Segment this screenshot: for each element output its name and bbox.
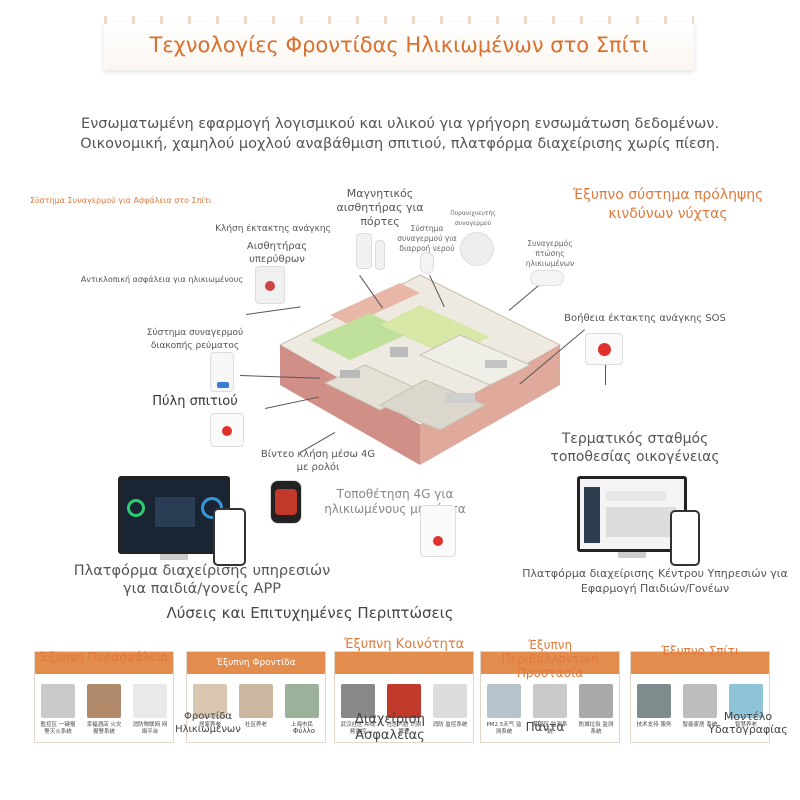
monitor-stand-right <box>618 552 646 558</box>
sos-button-device[interactable] <box>585 333 623 365</box>
label-platform-right: Πλατφόρμα διαχείρισης Κέντρου Υπηρεσιών … <box>522 567 788 595</box>
case-thumbnail <box>533 684 567 718</box>
smoke-detector-device <box>460 232 494 266</box>
card-title-fire-safety: Έξυπνη Πυρασφάλεια <box>39 650 169 664</box>
case-thumbnail <box>683 684 717 718</box>
card-head <box>481 652 619 674</box>
right-section-title: Έξυπνο σύστημα πρόληψης κινδύνων νύχτας <box>572 187 764 222</box>
card-community[interactable]: 武汉社区 AI视频监控 社区人脸 识别管理 消防 监控系统 <box>334 651 474 743</box>
door-sensor-device <box>356 233 372 269</box>
card-head <box>335 652 473 674</box>
page-title: Τεχνολογίες Φροντίδας Ηλικιωμένων στο Σπ… <box>149 33 649 57</box>
label-family-terminal: Τερματικός σταθμός τοποθεσίας οικογένεια… <box>550 431 720 465</box>
label-water-alarm: Σύστημα συναγερμού για διαρροή νερού <box>397 224 457 253</box>
dashboard-monitor-right <box>577 476 687 552</box>
case-caption: 幸福酒店 火灾报警系统 <box>86 722 122 735</box>
power-alarm-device <box>210 352 234 392</box>
phone-app-right <box>670 510 700 566</box>
case-thumbnail <box>433 684 467 718</box>
case-caption: 上海市民 <box>290 722 313 728</box>
card-elderly-care[interactable]: Έξυπνη Φροντίδα Ηλικιωμένων 居家养老 社区养老 上海… <box>186 651 326 743</box>
case-thumbnail <box>579 684 613 718</box>
banner-decoration <box>104 16 694 24</box>
case-caption: 技术支持 服务 <box>636 722 672 728</box>
case-caption: 監控区 一键报警灭火系统 <box>40 722 76 735</box>
case-thumbnail <box>341 684 375 718</box>
card-environment[interactable]: PM2.5天气 监测系统 某园区 监测系统 防城垃圾 监测系统 <box>480 651 620 743</box>
solutions-title: Λύσεις και Επιτυχημένες Περιπτώσεις <box>166 604 454 622</box>
case-thumbnail <box>487 684 521 718</box>
overlay-hydrography: Μοντέλο Υδατογραφίας <box>708 710 788 736</box>
water-sensor-device <box>420 252 434 274</box>
label-anti-loss: Αντικλοπική ασφάλεια για ηλικιωμένους <box>80 275 244 284</box>
monitor-stand-left <box>160 554 188 560</box>
overlay-safety-mgmt: Διαχείριση Ασφαλείας <box>355 712 425 743</box>
smartwatch-device <box>270 480 302 524</box>
label-emergency-call: Κλήση έκτακτης ανάγκης <box>215 224 331 234</box>
case-thumbnail <box>133 684 167 718</box>
case-caption: 社区养老 <box>244 722 267 728</box>
card-smart-home[interactable]: 技术支持 服务 智能家居 系统 智慧养老 <box>630 651 770 743</box>
case-caption: 消防物联网 网络平台 <box>132 722 168 735</box>
label-fall-alarm: Συναγερμός πτώσης ηλικιωμένων <box>525 239 575 268</box>
label-door-sensor: Μαγνητικός αισθητήρας για πόρτες <box>336 187 424 228</box>
overlay-always: Πάντα <box>525 720 565 734</box>
label-video-call: Βίντεο κλήση μέσω 4G με ρολόι <box>260 449 376 473</box>
case-caption: 居家养老 <box>198 722 221 728</box>
case-caption: 武汉社区 AI视频监控 <box>340 722 376 735</box>
label-power-alarm: Σύστημα συναγερμού διακοπής ρεύματος <box>146 328 244 351</box>
sos-cord <box>605 365 606 385</box>
case-caption: 某园区 监测系统 <box>532 722 568 735</box>
locator-4g-device <box>420 505 456 557</box>
fall-alarm-device <box>530 270 564 286</box>
label-smoke-detector: Πυρανιχνευτής συναγερμού <box>450 210 496 227</box>
case-thumbnail <box>87 684 121 718</box>
card-title-environment: Έξυπνη Περιβαλλοντική Προστασία <box>501 638 599 680</box>
door-magnet-device <box>375 240 385 270</box>
case-caption: 智慧养老 <box>734 722 757 728</box>
dashboard-monitor-left <box>118 476 230 554</box>
case-caption: 智能家居 系统 <box>682 722 718 728</box>
case-thumbnail <box>41 684 75 718</box>
phone-app-left <box>213 508 246 566</box>
intro-line-2: Οικονομική, χαμηλού μοχλού αναβάθμιση σπ… <box>80 136 720 152</box>
card-head <box>631 652 769 674</box>
card-head: Έξυπνη Φροντίδα Ηλικιωμένων <box>187 652 325 690</box>
label-infrared-sensor: Αισθητήρας υπερύθρων <box>246 241 308 265</box>
case-caption: 社区人脸 识别管理 <box>386 722 422 735</box>
case-caption: 消防 监控系统 <box>432 722 468 728</box>
infrared-sensor-device <box>255 266 285 304</box>
title-banner: Τεχνολογίες Φροντίδας Ηλικιωμένων στο Σπ… <box>104 16 694 70</box>
case-thumbnail <box>285 684 319 718</box>
label-sos: Βοήθεια έκτακτης ανάγκης SOS <box>564 313 726 324</box>
overlay-sheet: Φύλλο <box>292 727 316 735</box>
left-section-title: Σύστημα Συναγερμού για Ασφάλεια στο Σπίτ… <box>30 196 212 205</box>
label-platform-left: Πλατφόρμα διαχείρισης υπηρεσιών για παιδ… <box>73 563 331 597</box>
overlay-elderly-care: Φροντίδα Ηλικιωμένων <box>175 711 241 735</box>
home-gateway-device <box>210 413 244 447</box>
case-thumbnail <box>387 684 421 718</box>
case-thumbnail <box>193 684 227 718</box>
house-illustration <box>278 274 562 465</box>
card-fire-safety[interactable]: 監控区 一键报警灭火系统 幸福酒店 火灾报警系统 消防物联网 网络平台 <box>34 651 174 743</box>
label-home-gateway: Πύλη σπιτιού <box>152 394 238 409</box>
case-thumbnail <box>637 684 671 718</box>
case-thumbnail <box>729 684 763 718</box>
card-title-smart-home: Έξυπνο Σπίτι <box>661 644 739 658</box>
case-caption: 防城垃圾 监测系统 <box>578 722 614 735</box>
case-thumbnail <box>239 684 273 718</box>
intro-line-1: Ενσωματωμένη εφαρμογή λογισμικού και υλι… <box>81 116 719 132</box>
case-caption: PM2.5天气 监测系统 <box>486 722 522 735</box>
card-head <box>35 652 173 674</box>
card-title-community: Έξυπνη Κοινότητα <box>343 637 465 652</box>
